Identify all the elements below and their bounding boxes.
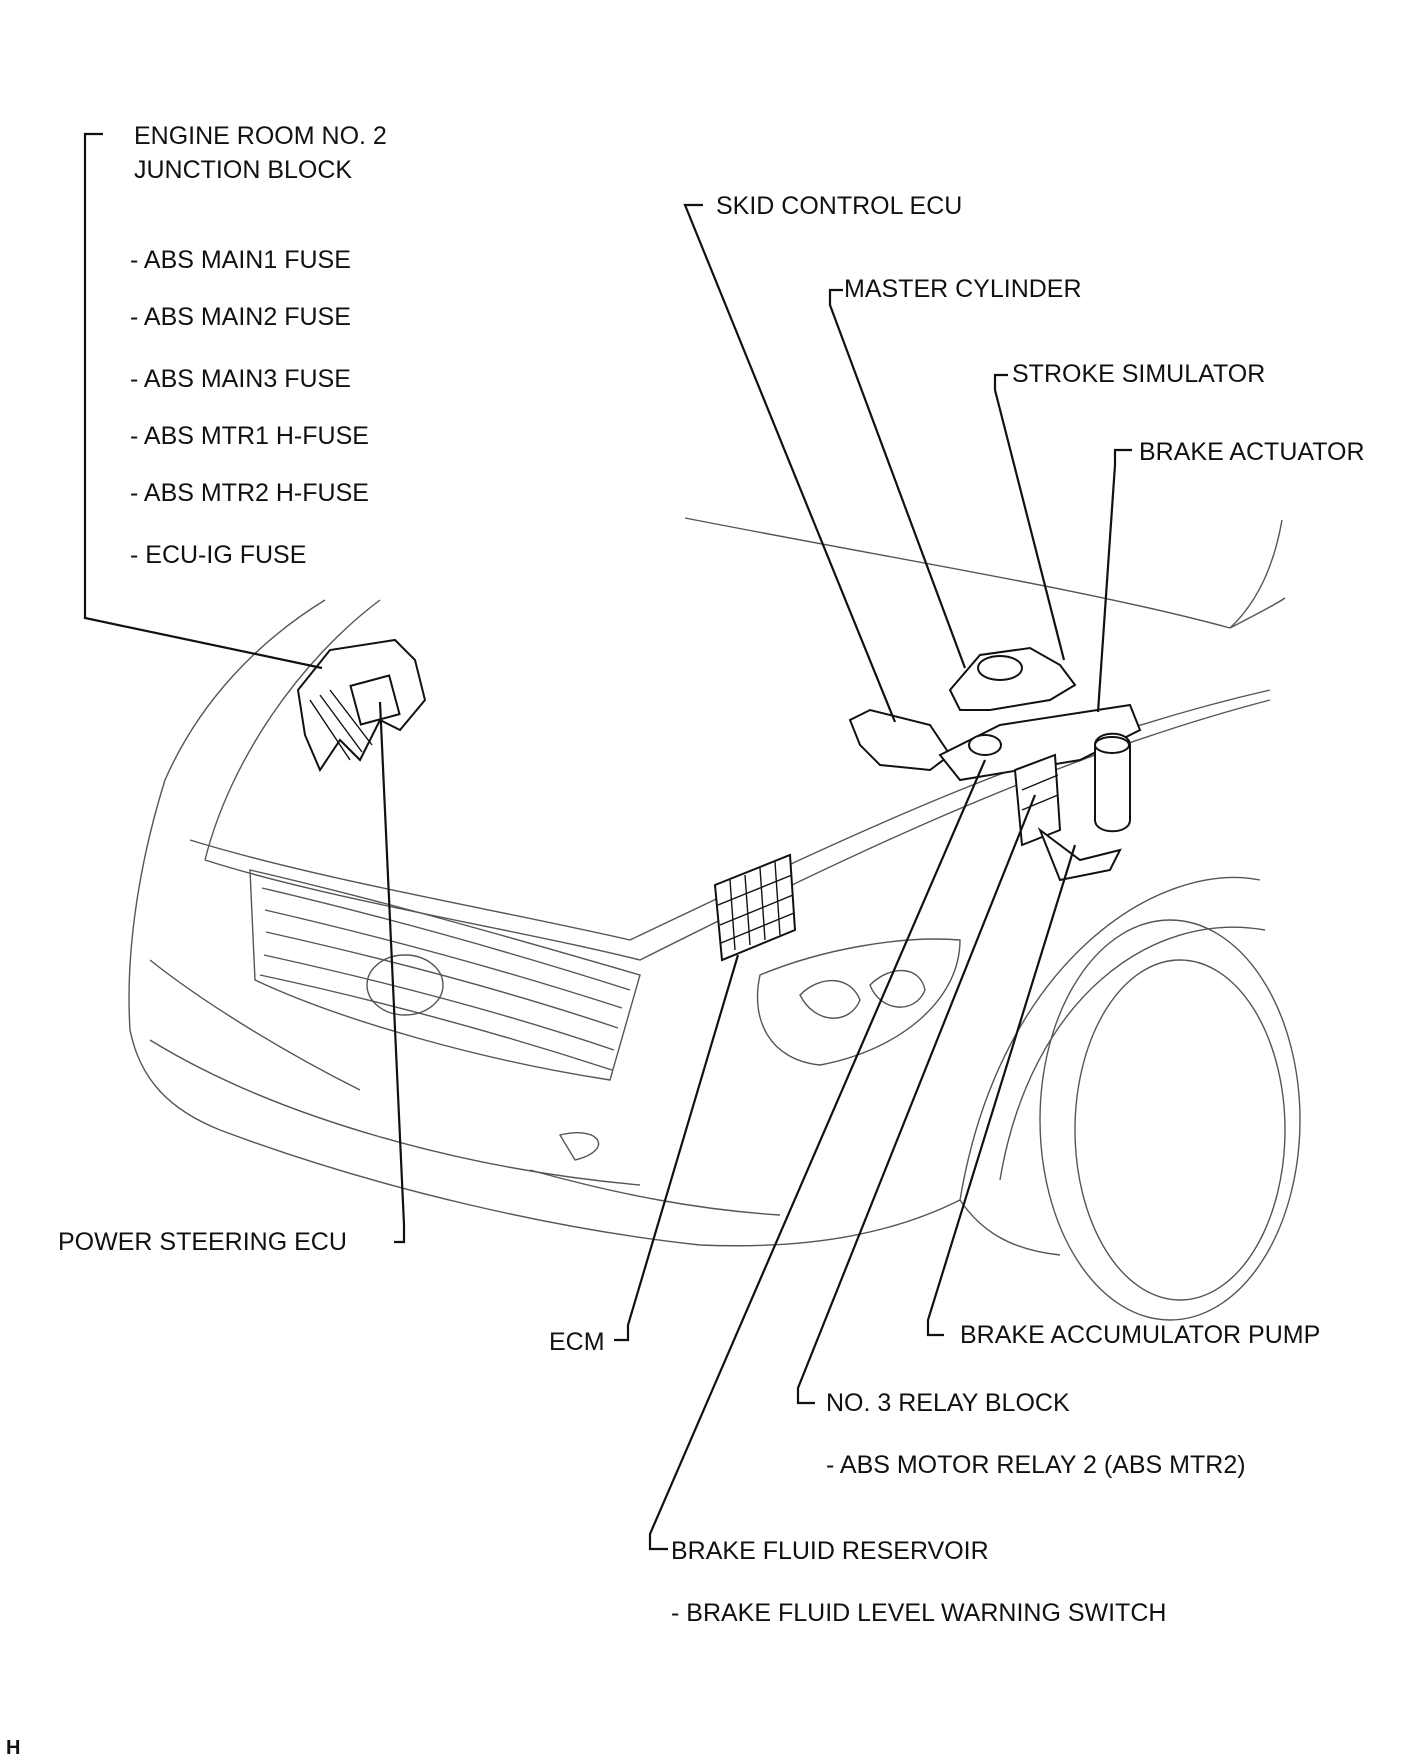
fuse-item: - ABS MAIN3 FUSE [130, 365, 351, 393]
brake-actuator-assembly-illustration [848, 646, 1142, 882]
leader-lines [83, 132, 1132, 1551]
fuse-item: - ABS MTR1 H-FUSE [130, 422, 369, 450]
power-steering-ecu-label: POWER STEERING ECU [58, 1228, 347, 1256]
fuse-item: - ECU-IG FUSE [130, 541, 307, 569]
engine-room-junction-label-line2: JUNCTION BLOCK [134, 156, 353, 184]
fuse-item: - ABS MAIN2 FUSE [130, 303, 351, 331]
fuse-item: - ABS MAIN1 FUSE [130, 246, 351, 274]
abs-motor-relay-label: - ABS MOTOR RELAY 2 (ABS MTR2) [826, 1451, 1246, 1479]
stroke-simulator-label: STROKE SIMULATOR [1012, 360, 1266, 388]
corner-mark: H [6, 1737, 21, 1759]
ecm-illustration [713, 853, 797, 962]
brake-actuator-label: BRAKE ACTUATOR [1139, 438, 1365, 466]
fuse-item: - ABS MTR2 H-FUSE [130, 479, 369, 507]
ecm-label: ECM [549, 1328, 605, 1356]
engine-room-junction-label-line1: ENGINE ROOM NO. 2 [134, 122, 387, 150]
car-body-outline [128, 517, 1301, 1321]
junction-block-illustration [296, 638, 427, 773]
skid-control-ecu-label: SKID CONTROL ECU [716, 192, 963, 220]
brake-fluid-reservoir-label: BRAKE FLUID RESERVOIR [671, 1537, 989, 1565]
brake-fluid-switch-label: - BRAKE FLUID LEVEL WARNING SWITCH [671, 1599, 1167, 1627]
brake-accumulator-pump-label: BRAKE ACCUMULATOR PUMP [960, 1321, 1321, 1349]
no3-relay-block-label: NO. 3 RELAY BLOCK [826, 1389, 1070, 1417]
master-cylinder-label: MASTER CYLINDER [844, 275, 1082, 303]
